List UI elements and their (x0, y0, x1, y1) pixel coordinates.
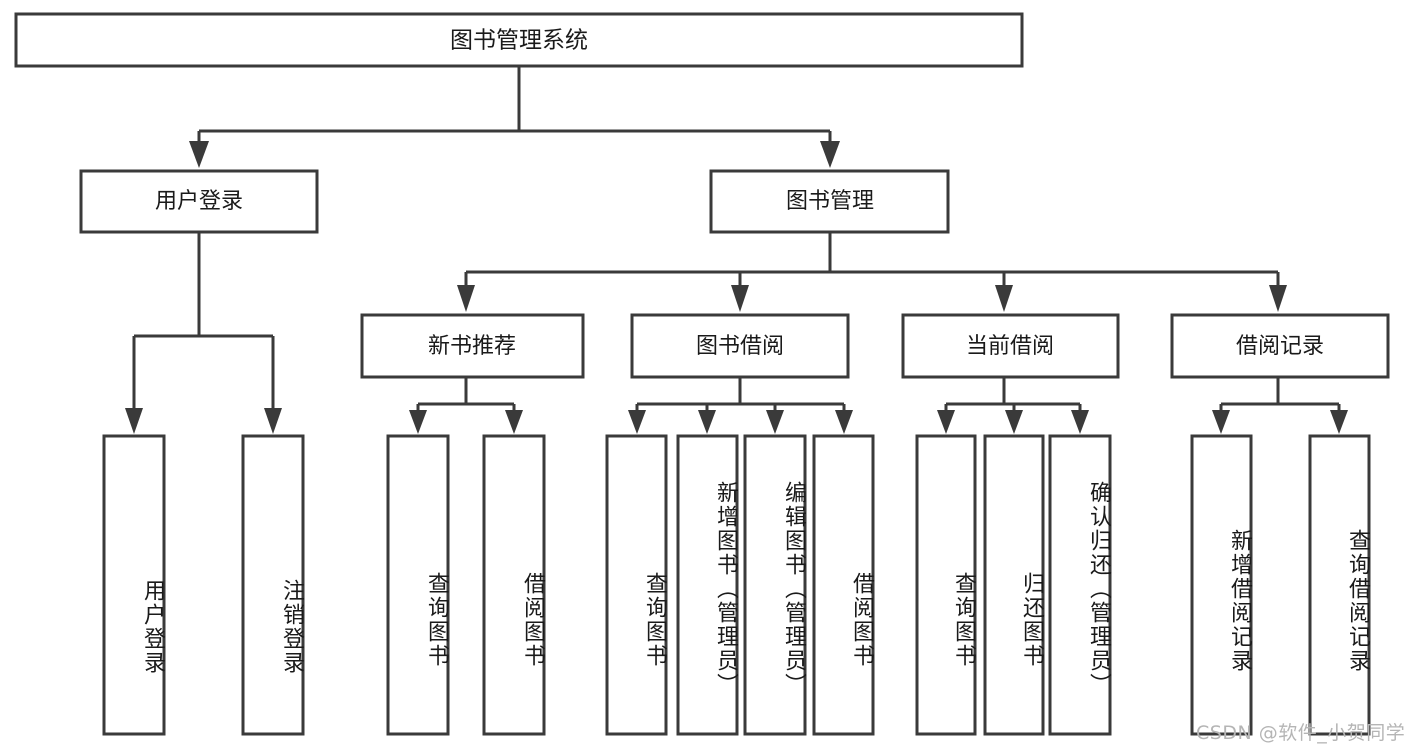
leaf-box-add-record[interactable] (1190, 434, 1253, 736)
node-book-borrow-label: 图书借阅 (696, 334, 784, 359)
connector-group-borrow-record (1212, 377, 1348, 434)
arrowhead-leaf-logout (264, 408, 282, 434)
leaf-box-confirm-return[interactable] (1048, 434, 1112, 736)
node-book-manage-label: 图书管理 (786, 189, 874, 214)
node-book-manage-box[interactable] (709, 169, 950, 234)
leaf-box-query-book-2[interactable] (605, 434, 668, 736)
arrowhead-leaf-add-book (698, 410, 716, 434)
leaf-box-edit-book[interactable] (743, 434, 807, 736)
node-user-login-box[interactable] (79, 169, 319, 234)
arrowhead-leaf-return-book (1005, 410, 1023, 434)
arrowhead-current-borrow (995, 285, 1013, 312)
node-root-label: 图书管理系统 (450, 28, 588, 54)
node-borrow-record[interactable]: 借阅记录 (1170, 313, 1390, 379)
node-book-borrow-box[interactable] (630, 313, 850, 379)
arrowhead-new-book-rec (457, 285, 475, 312)
leaf-box-query-book-1[interactable] (386, 434, 450, 736)
arrowhead-leaf-borrow-book-2 (835, 410, 853, 434)
node-current-borrow[interactable]: 当前借阅 (901, 313, 1120, 379)
connector-group-book-borrow (628, 377, 853, 434)
leaf-box-borrow-book-1[interactable] (482, 434, 546, 736)
connector-group-root (189, 66, 840, 168)
leaf-box-return-book[interactable] (983, 434, 1045, 736)
leaf-box-logout[interactable] (241, 434, 305, 736)
node-user-login-label: 用户登录 (155, 189, 243, 214)
leaf-box-query-book-3[interactable] (915, 434, 977, 736)
csdn-watermark: CSDN @软件_小贺同学 (1196, 722, 1405, 744)
leaf-box-query-record[interactable] (1308, 434, 1371, 736)
arrowhead-leaf-query-book-1 (409, 410, 427, 434)
connector-group-current-borrow (937, 377, 1089, 434)
arrowhead-leaf-confirm-return (1071, 410, 1089, 434)
node-new-book-rec-box[interactable] (360, 313, 585, 379)
leaf-box-user-login[interactable] (102, 434, 166, 736)
arrowhead-leaf-borrow-book-1 (505, 410, 523, 434)
node-new-book-rec[interactable]: 新书推荐 (360, 313, 585, 379)
leaf-box-borrow-book-2[interactable] (812, 434, 875, 736)
node-current-borrow-label: 当前借阅 (966, 334, 1054, 359)
arrowhead-leaf-query-book-2 (628, 410, 646, 434)
arrowhead-leaf-query-record (1330, 410, 1348, 434)
connector-group-new-book-rec (409, 377, 523, 434)
connector-group-book-manage (457, 232, 1287, 312)
node-book-manage[interactable]: 图书管理 (709, 169, 950, 234)
node-user-login[interactable]: 用户登录 (79, 169, 319, 234)
arrowhead-leaf-query-book-3 (937, 410, 955, 434)
node-root-box[interactable] (14, 12, 1024, 68)
connector-group-user-login (125, 232, 282, 434)
node-root-system[interactable]: 图书管理系统 (14, 12, 1024, 68)
leaf-box-add-book[interactable] (676, 434, 739, 736)
arrowhead-borrow-record (1269, 285, 1287, 312)
arrowhead-leaf-add-record (1212, 410, 1230, 434)
leaf-boxes-group (102, 434, 1371, 736)
arrowhead-book-manage (820, 141, 840, 168)
arrowhead-leaf-user-login (125, 408, 143, 434)
node-new-book-rec-label: 新书推荐 (428, 334, 516, 359)
arrowhead-book-borrow (731, 285, 749, 312)
arrowhead-leaf-edit-book (766, 410, 784, 434)
node-current-borrow-box[interactable] (901, 313, 1120, 379)
node-book-borrow[interactable]: 图书借阅 (630, 313, 850, 379)
node-borrow-record-box[interactable] (1170, 313, 1390, 379)
node-borrow-record-label: 借阅记录 (1236, 334, 1324, 359)
arrowhead-user-login (189, 141, 209, 168)
